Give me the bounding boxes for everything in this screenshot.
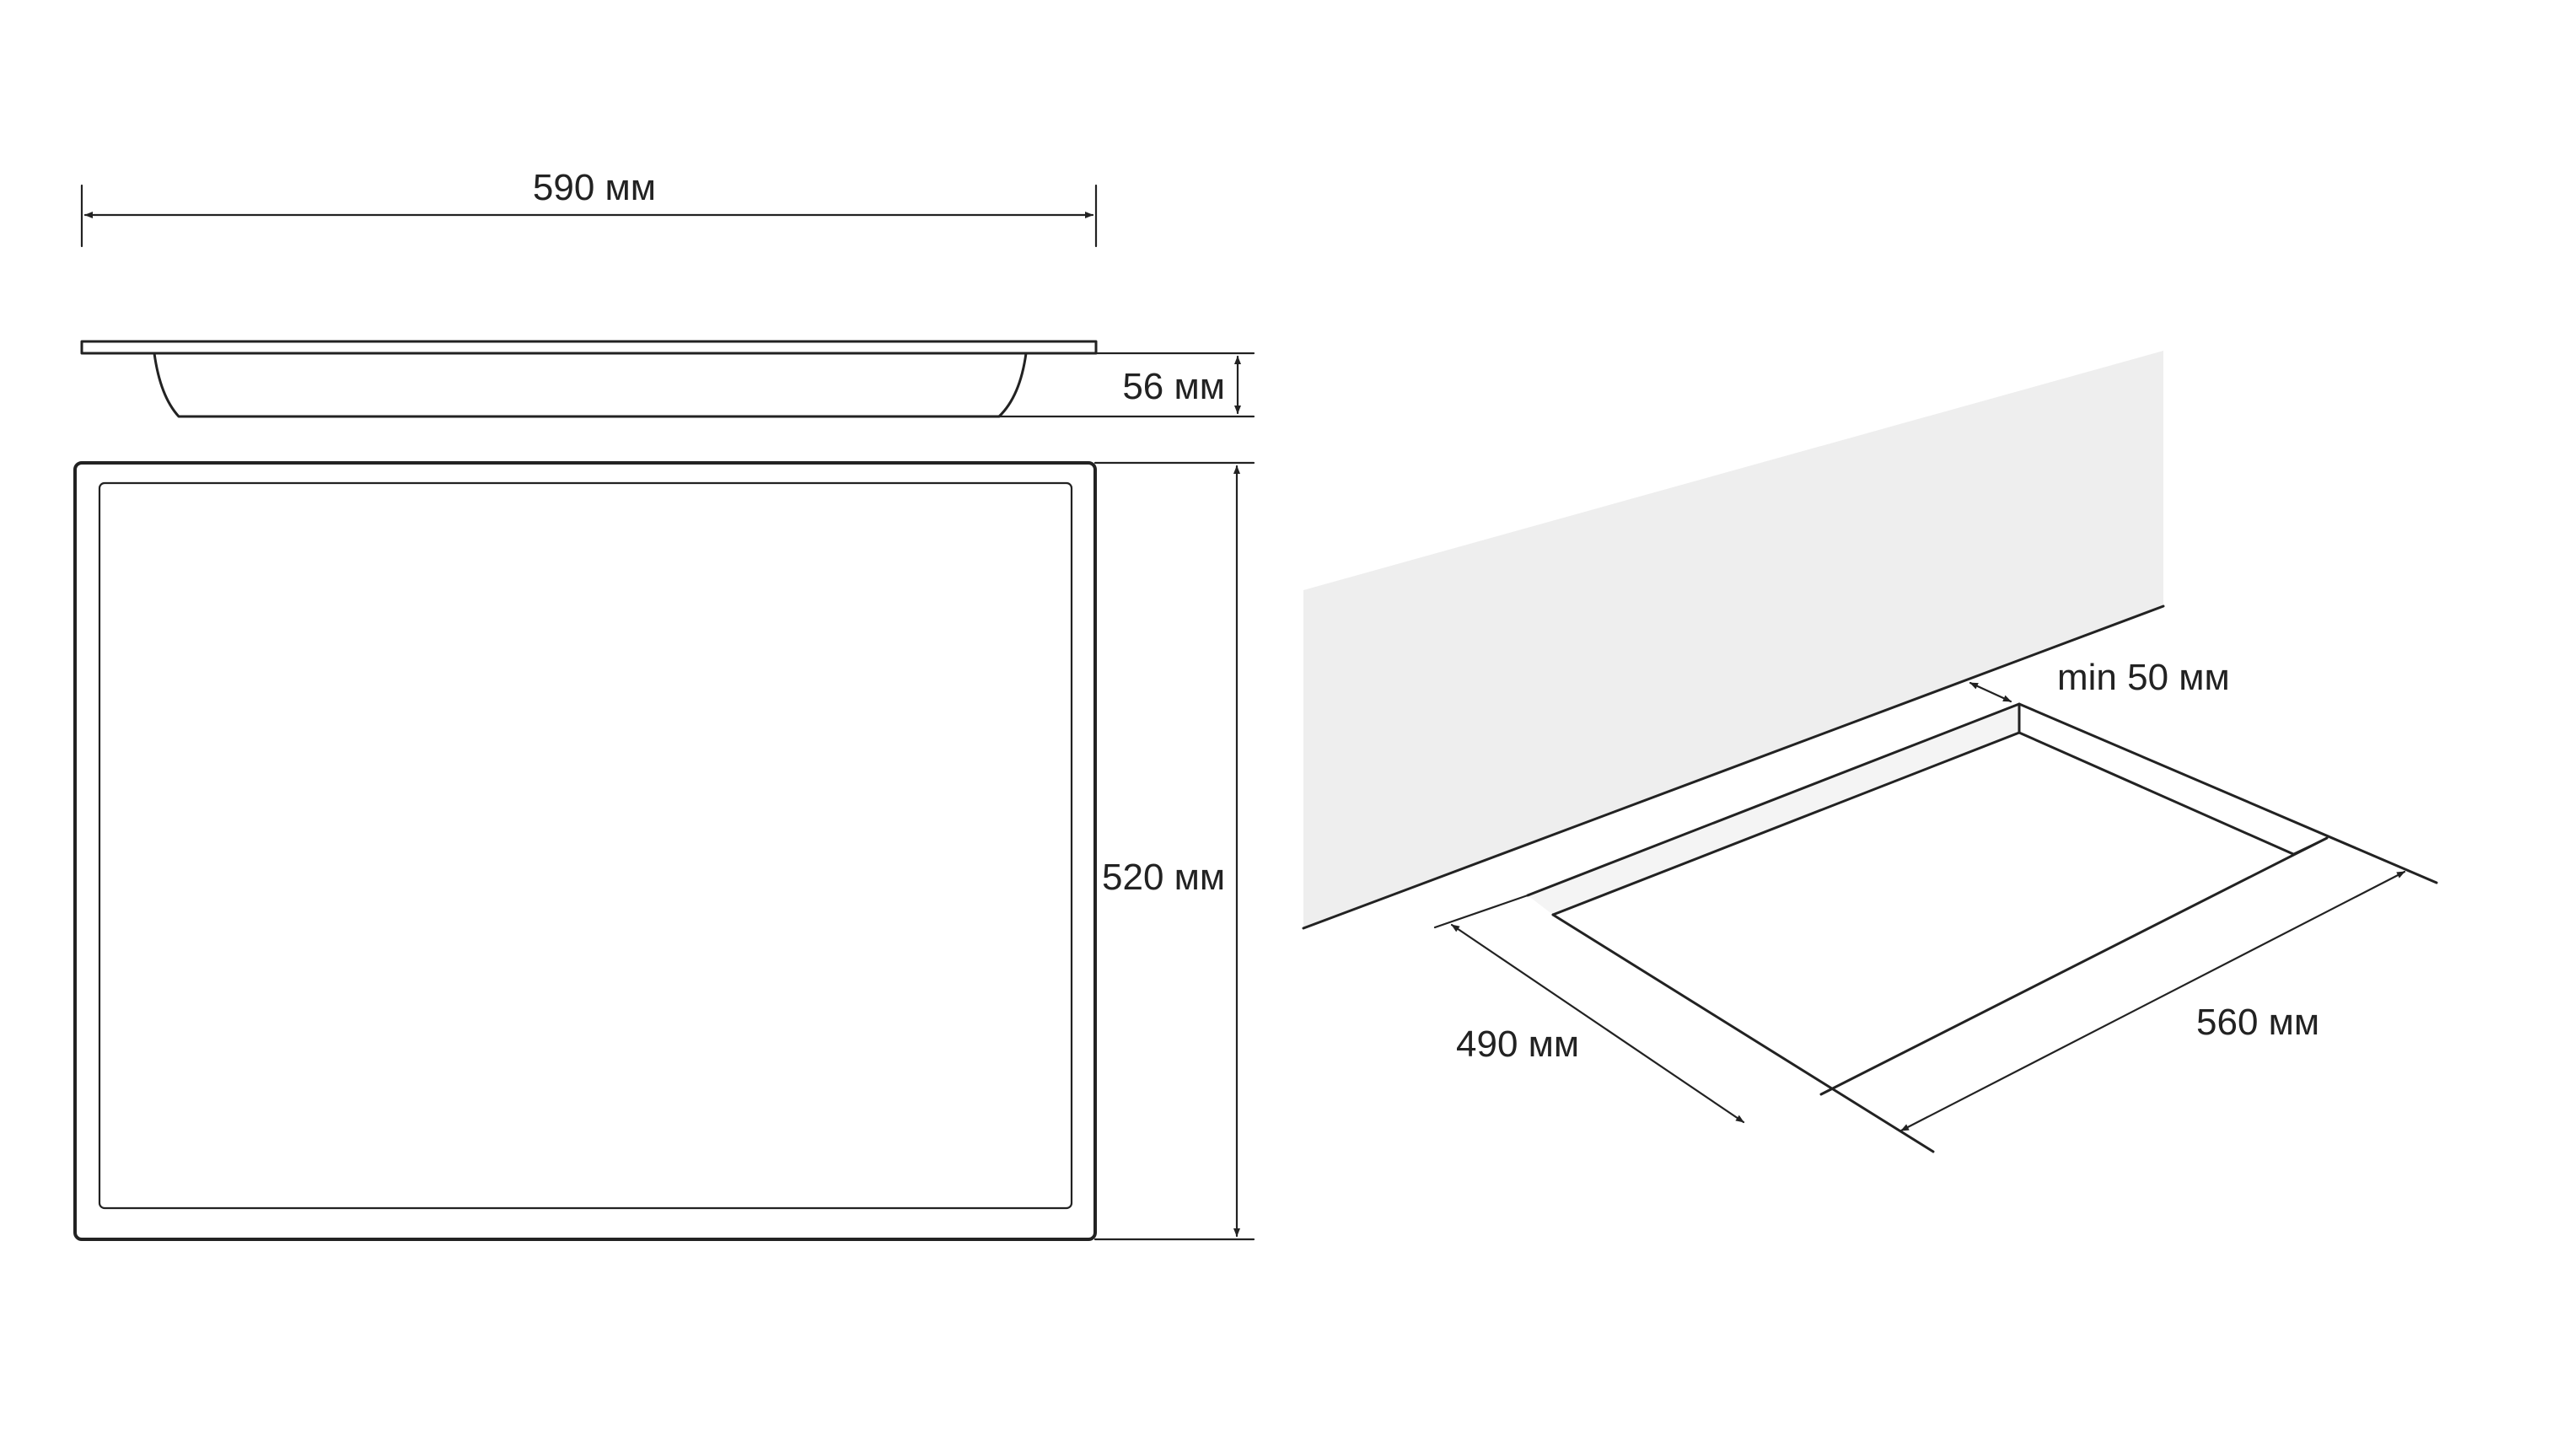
- height-label: 56 мм: [1122, 366, 1225, 407]
- side-view: 590 мм 56 мм: [80, 167, 1255, 418]
- cutout-right-extension: [2018, 702, 2438, 884]
- cutout-width-label: 560 мм: [2196, 1002, 2319, 1043]
- installation-view: min 50 мм 490 мм 560 мм: [1302, 351, 2438, 1153]
- wall-panel: [1303, 351, 2163, 928]
- min-gap-label: min 50 мм: [2057, 657, 2230, 698]
- cutout-right-corner: [2292, 836, 2329, 856]
- cutout-front-edge: [1819, 836, 2329, 1096]
- cutout-left-extension: [1433, 894, 1529, 929]
- cutout-back-edge-lower: [1551, 731, 2021, 916]
- cutout-width-dimension-line: [1899, 870, 2406, 1132]
- glass-top-profile: [80, 340, 1098, 355]
- hob-outer-frame: [73, 461, 1097, 1241]
- cutout-depth-label: 490 мм: [1456, 1023, 1579, 1065]
- cutout-right-inner-edge: [2018, 731, 2295, 856]
- depth-label: 520 мм: [1102, 857, 1225, 898]
- width-label: 590 мм: [533, 167, 656, 208]
- min-gap-dimension-line: [1969, 681, 2012, 703]
- top-view: 520 мм: [73, 461, 1255, 1241]
- cutout-left-edge: [1551, 913, 1935, 1153]
- hob-glass-inner: [98, 481, 1073, 1210]
- cutout-edge-strip: [1528, 704, 2019, 915]
- hob-body-profile: [153, 352, 1028, 418]
- cutout-back-edge: [1526, 702, 2021, 897]
- cutout-depth-dimension-line: [1450, 923, 1745, 1124]
- countertop-back-edge: [1302, 604, 2165, 930]
